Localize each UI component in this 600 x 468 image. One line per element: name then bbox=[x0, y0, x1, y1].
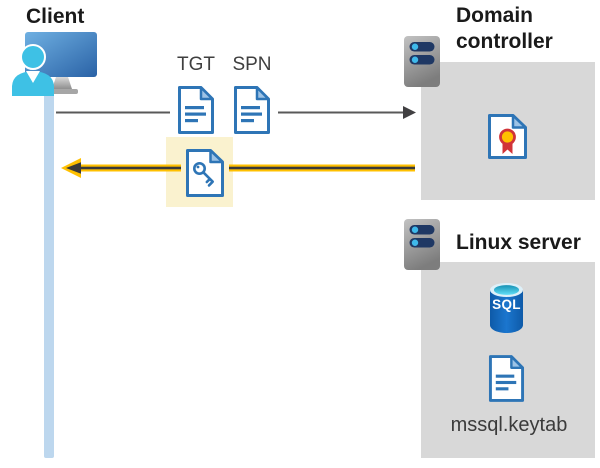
client-label: Client bbox=[26, 5, 85, 28]
key-document-icon bbox=[186, 149, 224, 197]
sql-label: SQL bbox=[492, 297, 521, 312]
tgt-label: TGT bbox=[177, 54, 215, 75]
client-timeline-bar bbox=[44, 90, 54, 458]
database-cylinder bbox=[490, 283, 523, 333]
response-arrow bbox=[61, 158, 415, 178]
request-arrow bbox=[56, 106, 416, 119]
client-user-monitor-icon bbox=[12, 32, 97, 96]
domain-controller-server-icon bbox=[404, 36, 440, 87]
keytab-document-icon bbox=[488, 355, 525, 402]
certificate-icon bbox=[488, 114, 527, 159]
linux-server-icon bbox=[404, 219, 440, 270]
spn-document-icon bbox=[234, 86, 270, 134]
keytab-label: mssql.keytab bbox=[450, 414, 568, 436]
domain-controller-label: Domain controller bbox=[456, 4, 553, 53]
tgt-document-icon bbox=[178, 86, 214, 134]
sql-database-icon: SQL bbox=[488, 282, 525, 333]
linux-server-label: Linux server bbox=[456, 231, 581, 254]
spn-label: SPN bbox=[232, 54, 272, 75]
